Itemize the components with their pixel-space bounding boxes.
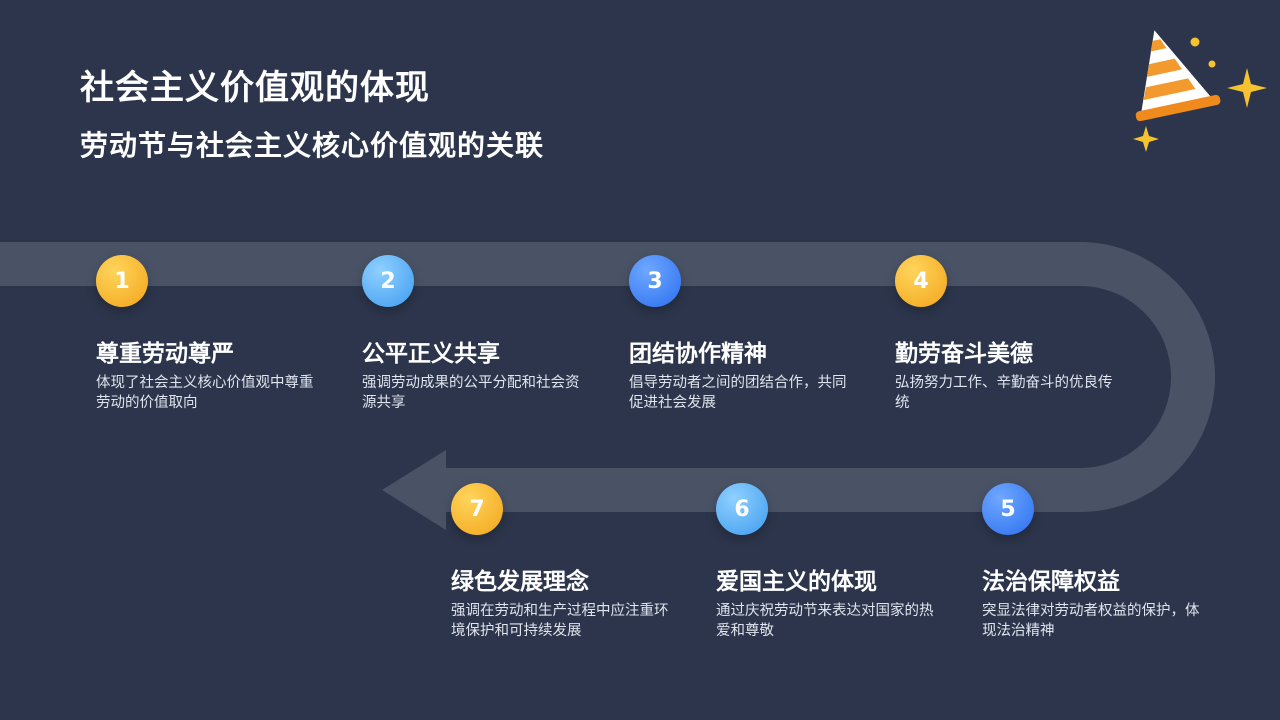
step-2-title: 公平正义共享 — [362, 341, 500, 367]
step-6-title: 爱国主义的体现 — [716, 569, 877, 595]
step-1-title: 尊重劳动尊严 — [96, 341, 234, 367]
step-3-badge: 3 — [629, 255, 681, 307]
step-2-badge: 2 — [362, 255, 414, 307]
step-6-desc: 通过庆祝劳动节来表达对国家的热爱和尊敬 — [716, 603, 934, 639]
step-7-desc: 强调在劳动和生产过程中应注重环境保护和可持续发展 — [451, 603, 669, 639]
party-cone-icon — [1133, 30, 1267, 152]
step-7-title: 绿色发展理念 — [451, 569, 589, 595]
step-7-badge: 7 — [451, 483, 503, 535]
step-6-badge: 6 — [716, 483, 768, 535]
step-5-desc: 突显法律对劳动者权益的保护，体现法治精神 — [982, 603, 1200, 639]
page-subtitle: 劳动节与社会主义核心价值观的关联 — [80, 129, 545, 162]
step-4-title: 勤劳奋斗美德 — [895, 341, 1033, 367]
step-3-title: 团结协作精神 — [629, 341, 767, 367]
step-1-desc: 体现了社会主义核心价值观中尊重劳动的价值取向 — [96, 375, 314, 411]
arrow-head — [382, 450, 446, 530]
step-4-desc: 弘扬努力工作、辛勤奋斗的优良传统 — [895, 375, 1113, 411]
page-title: 社会主义价值观的体现 — [80, 68, 430, 108]
step-5-badge: 5 — [982, 483, 1034, 535]
step-4-badge: 4 — [895, 255, 947, 307]
step-3-desc: 倡导劳动者之间的团结合作，共同促进社会发展 — [629, 375, 847, 411]
step-1-badge: 1 — [96, 255, 148, 307]
step-5-title: 法治保障权益 — [982, 569, 1120, 595]
step-2-desc: 强调劳动成果的公平分配和社会资源共享 — [362, 375, 580, 411]
